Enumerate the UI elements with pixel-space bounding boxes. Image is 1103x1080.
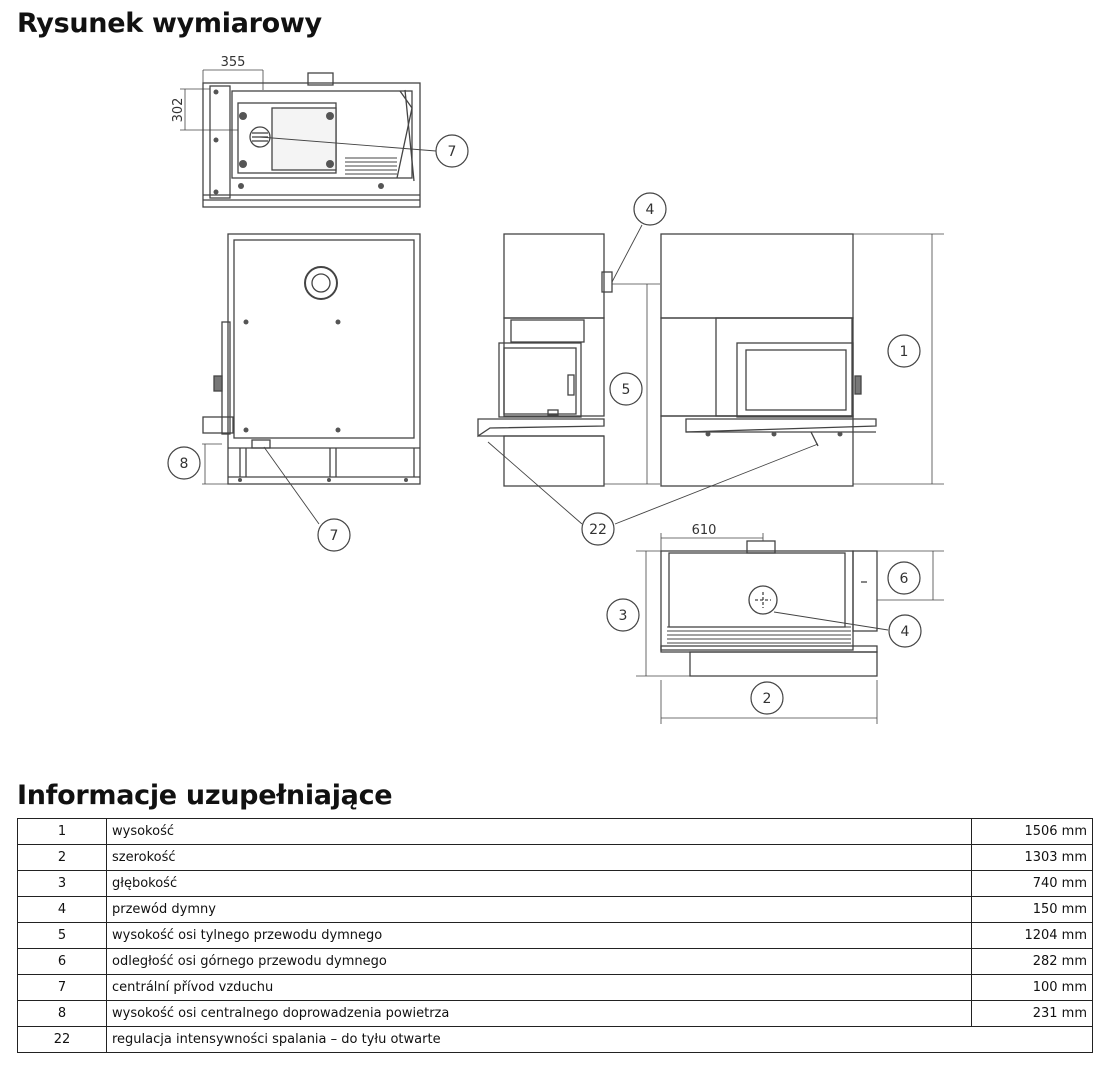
svg-text:8: 8 — [180, 456, 189, 472]
svg-text:4: 4 — [646, 202, 655, 218]
dim-top-width-label: 355 — [221, 55, 246, 70]
side-view — [477, 233, 660, 487]
svg-text:7: 7 — [330, 528, 339, 544]
row-value: 100 mm — [971, 974, 1093, 1001]
callout-4-plan: 4 — [888, 614, 922, 648]
row-number: 6 — [17, 948, 107, 975]
row-description: szerokość — [106, 844, 972, 871]
dim-front-width-label: 610 — [692, 523, 717, 538]
callout-3: 3 — [606, 598, 640, 632]
row-description: głębokość — [106, 870, 972, 897]
svg-text:2: 2 — [763, 691, 772, 707]
row-value: 231 mm — [971, 1000, 1093, 1027]
row-number: 22 — [17, 1026, 107, 1053]
svg-text:4: 4 — [901, 624, 910, 640]
row-value — [971, 1026, 1093, 1053]
row-description: wysokość osi centralnego doprowadzenia p… — [106, 1000, 972, 1027]
row-description: regulacja intensywności spalania – do ty… — [106, 1026, 972, 1053]
svg-text:3: 3 — [619, 608, 628, 624]
leader-lines — [259, 136, 889, 631]
row-description: przewód dymny — [106, 896, 972, 923]
svg-text:22: 22 — [589, 522, 607, 538]
row-number: 1 — [17, 818, 107, 845]
row-value: 1303 mm — [971, 844, 1093, 871]
row-number: 2 — [17, 844, 107, 871]
callout-8: 8 — [167, 446, 201, 480]
top-view — [180, 69, 421, 208]
row-description: centrální přívod vzduchu — [106, 974, 972, 1001]
info-heading: Informacje uzupełniające — [17, 780, 393, 811]
dimension-drawing: 355 302 610 1 2 3 4 4 5 6 — [167, 55, 944, 724]
row-value: 1506 mm — [971, 818, 1093, 845]
callout-5: 5 — [609, 372, 643, 406]
row-description: odległość osi górnego przewodu dymnego — [106, 948, 972, 975]
dim-top-height-label: 302 — [171, 98, 186, 123]
row-number: 8 — [17, 1000, 107, 1027]
callout-2: 2 — [750, 681, 784, 715]
svg-text:6: 6 — [900, 571, 909, 587]
svg-text:5: 5 — [622, 382, 631, 398]
row-number: 4 — [17, 896, 107, 923]
row-description: wysokość osi tylnego przewodu dymnego — [106, 922, 972, 949]
drawing-heading: Rysunek wymiarowy — [17, 8, 322, 39]
row-description: wysokość — [106, 818, 972, 845]
callout-1: 1 — [887, 334, 921, 368]
row-value: 740 mm — [971, 870, 1093, 897]
row-value: 1204 mm — [971, 922, 1093, 949]
svg-text:7: 7 — [448, 144, 457, 160]
row-number: 7 — [17, 974, 107, 1001]
back-view — [202, 233, 421, 485]
row-value: 282 mm — [971, 948, 1093, 975]
svg-text:1: 1 — [900, 344, 909, 360]
plan-view — [636, 533, 944, 724]
callout-7-back: 7 — [317, 518, 351, 552]
callout-22: 22 — [581, 512, 615, 546]
row-value: 150 mm — [971, 896, 1093, 923]
callout-7-top: 7 — [435, 134, 469, 168]
callout-6: 6 — [887, 561, 921, 595]
front-view — [660, 233, 944, 487]
row-number: 3 — [17, 870, 107, 897]
row-number: 5 — [17, 922, 107, 949]
callout-4-side: 4 — [633, 192, 667, 226]
